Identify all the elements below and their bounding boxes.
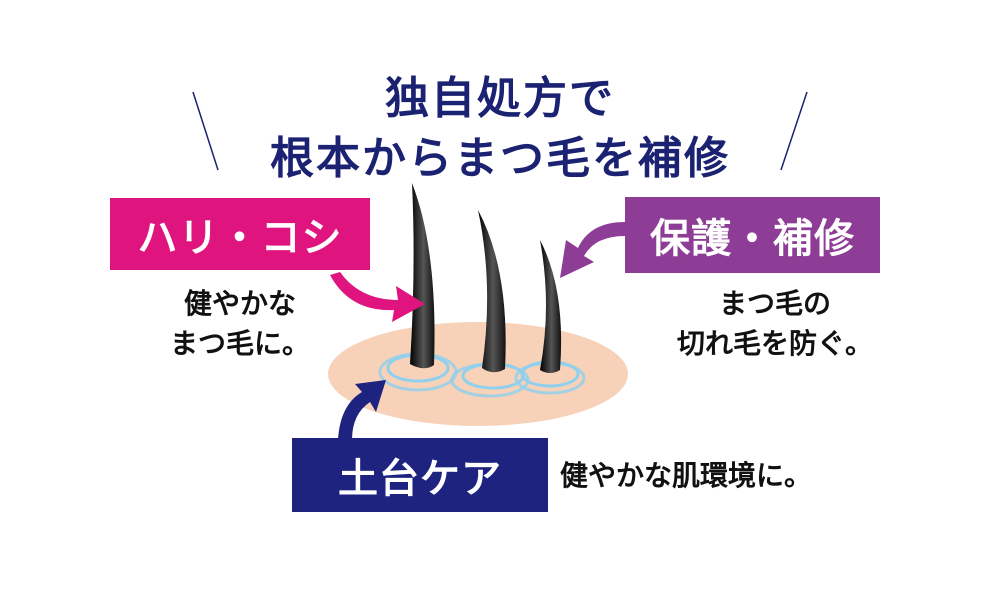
description-line: まつ毛の — [718, 287, 831, 320]
feature-description-foundation-care: 健やかな肌環境に。 — [560, 456, 880, 496]
right-accent-line — [780, 91, 808, 171]
eyelash-hair-icon — [410, 183, 562, 373]
feature-label-foundation-care: 土台ケア — [292, 438, 548, 512]
feature-label-text: 保護・補修 — [650, 216, 855, 262]
purple-arrow-icon — [560, 222, 625, 278]
description-line: まつ毛に。 — [169, 327, 310, 360]
navy-arrow-icon — [338, 380, 386, 440]
feature-description-protection: まつ毛の 切れ毛を防ぐ。 — [650, 284, 900, 364]
feature-label-text: ハリ・コシ — [137, 215, 343, 261]
left-accent-line — [192, 91, 219, 171]
feature-label-text: 土台ケア — [338, 456, 502, 502]
description-line: 健やかな肌環境に。 — [560, 459, 813, 492]
feature-label-firmness: ハリ・コシ — [110, 198, 370, 270]
description-line: 切れ毛を防ぐ。 — [676, 327, 873, 360]
headline-line-1: 独自処方で — [385, 73, 615, 124]
description-line: 健やかな — [183, 287, 296, 320]
headline-line-2: 根本からまつ毛を補修 — [270, 133, 730, 184]
feature-description-firmness: 健やかな まつ毛に。 — [140, 284, 340, 364]
feature-label-protection: 保護・補修 — [625, 197, 880, 273]
pink-arrow-icon — [330, 272, 425, 322]
